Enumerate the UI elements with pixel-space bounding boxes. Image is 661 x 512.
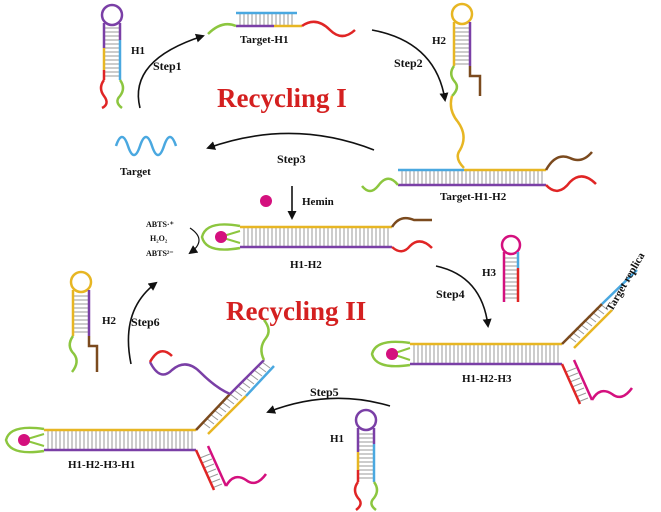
step6-label: Step6 xyxy=(131,315,160,329)
h1-h2-duplex xyxy=(200,216,433,253)
h2-left-label: H2 xyxy=(102,315,117,327)
target-strand xyxy=(114,135,178,157)
h2-hairpin-left xyxy=(68,270,99,373)
step2-arrow xyxy=(371,29,449,102)
h1-h2-h3-h1-complex xyxy=(4,319,275,491)
recycling-1-title: Recycling I xyxy=(217,83,347,113)
target-h1-duplex xyxy=(207,11,356,38)
h2-top-label: H2 xyxy=(432,35,447,47)
step4-arrow xyxy=(435,265,492,328)
h1-bottom-label: H1 xyxy=(330,433,344,445)
step3-label: Step3 xyxy=(277,152,306,166)
step3-arrow xyxy=(206,132,375,151)
h3-hairpin xyxy=(500,234,522,302)
step5-label: Step5 xyxy=(310,385,339,399)
target-replica-label: Target replica xyxy=(604,250,647,313)
reaction-arrow xyxy=(188,227,200,255)
step5-arrow xyxy=(266,397,391,414)
recycling-2-title: Recycling II xyxy=(226,296,366,326)
h1-hairpin-top xyxy=(99,3,125,110)
h1-top-label: H1 xyxy=(131,45,145,57)
h1-h2-label: H1-H2 xyxy=(290,259,322,271)
h3-label: H3 xyxy=(482,267,497,279)
step4-label: Step4 xyxy=(436,287,465,301)
target-h1-h2-complex xyxy=(361,95,597,193)
reaction-abts-oxidized: ABTS·⁺ xyxy=(146,220,174,229)
loose-red-strand xyxy=(148,349,173,363)
step6-arrow xyxy=(127,281,158,365)
target-h1-h2-label: Target-H1-H2 xyxy=(440,191,507,203)
step1-label: Step1 xyxy=(153,59,182,73)
h1-h2-h3-label: H1-H2-H3 xyxy=(462,373,512,385)
target-h1-label: Target-H1 xyxy=(240,34,288,46)
h1-h2-h3-h1-label: H1-H2-H3-H1 xyxy=(68,459,135,471)
hemin-label: Hemin xyxy=(302,196,334,208)
reaction-h2o2: H₂O₂ xyxy=(150,234,168,243)
h2-hairpin-top xyxy=(450,2,482,97)
hemin-dot xyxy=(260,195,272,207)
reaction-abts-reduced: ABTS²⁻ xyxy=(146,249,174,258)
h1-hairpin-bottom xyxy=(353,408,379,511)
step2-label: Step2 xyxy=(394,56,423,70)
h1-h2-h3-junction xyxy=(370,269,638,405)
step1-arrow xyxy=(137,33,205,109)
target-label: Target xyxy=(120,166,151,178)
